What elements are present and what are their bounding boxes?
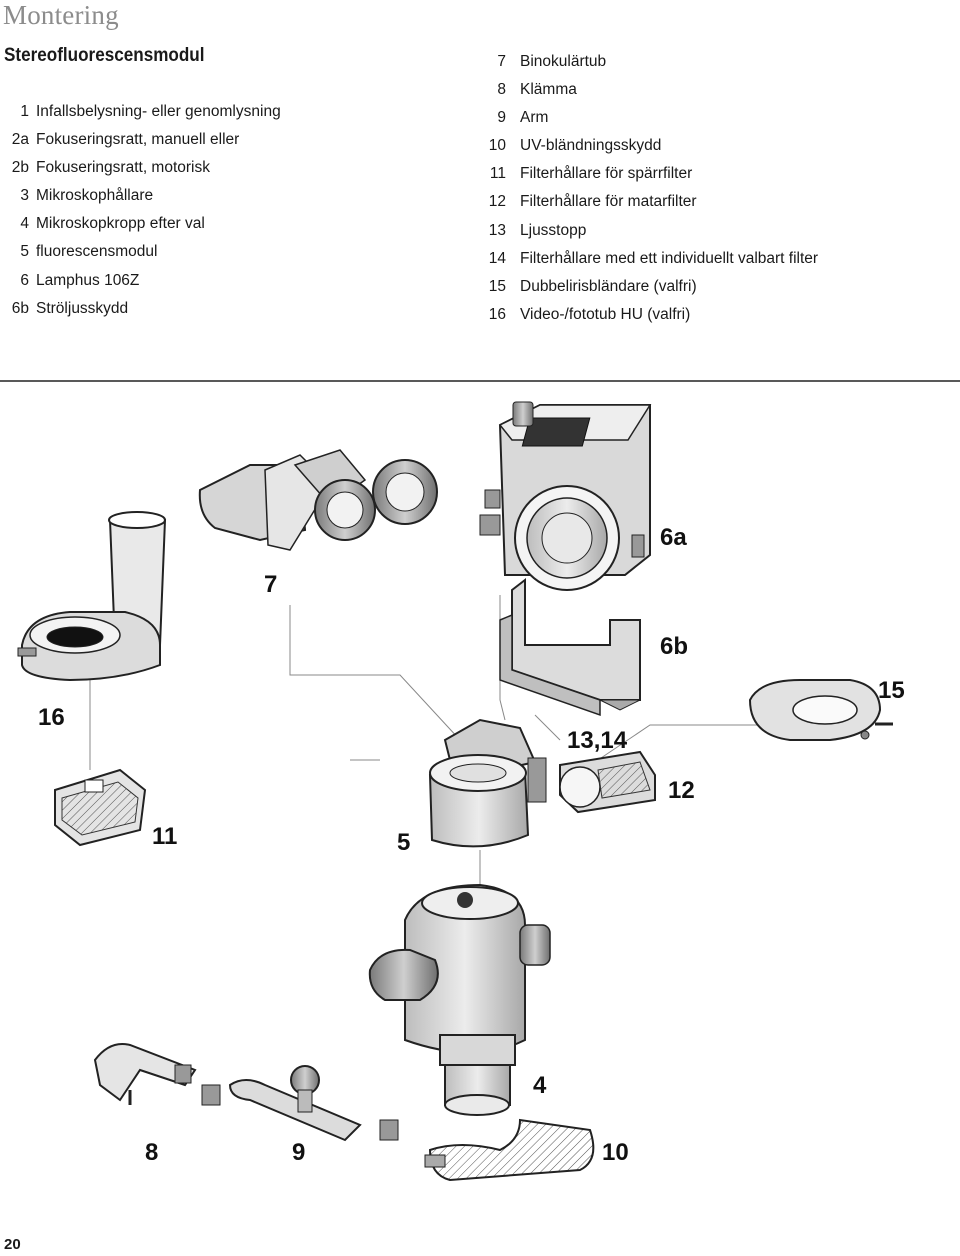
callout-6b: 6b <box>660 633 688 660</box>
legend-item: 12 Filterhållare för matarfilter <box>480 188 818 216</box>
legend-label: Arm <box>520 109 549 127</box>
legend-number: 9 <box>497 109 506 127</box>
legend-item: 7 Binokulärtub <box>480 48 818 76</box>
page-number: 20 <box>4 1236 21 1253</box>
callout-9: 9 <box>292 1139 305 1166</box>
legend-number: 4 <box>20 215 29 233</box>
callout-8: 8 <box>145 1139 158 1166</box>
uv-shield-10 <box>424 1118 595 1182</box>
lamp-housing-6a <box>479 401 652 591</box>
legend-label: Fokuseringsratt, motorisk <box>36 159 210 177</box>
callout-10: 10 <box>602 1139 629 1166</box>
legend-number: 12 <box>488 193 506 211</box>
assembly-illustration: 6a 7 6b 15 16 13,14 12 11 5 4 8 9 10 <box>0 380 960 1182</box>
legend-label: Mikroskopkropp efter val <box>36 215 205 233</box>
microscope-body-4 <box>368 883 551 1116</box>
legend-label: Filterhållare för matarfilter <box>520 193 697 211</box>
callout-13-14: 13,14 <box>567 727 628 754</box>
legend-item: 15 Dubbelirisbländare (valfri) <box>480 273 818 301</box>
section-title: Stereofluorescensmodul <box>4 45 205 66</box>
callout-16: 16 <box>38 704 65 731</box>
callout-7: 7 <box>264 571 277 598</box>
clamp-8 <box>93 1043 197 1105</box>
stray-light-shield-6b <box>499 577 641 717</box>
legend-label: Lamphus 106Z <box>36 271 140 289</box>
legend-label: Filterhållare med ett individuellt valba… <box>520 249 819 267</box>
iris-diaphragm-15 <box>748 679 893 741</box>
legend-number: 6b <box>11 299 29 317</box>
legend-item: 1 Infallsbelysning- eller genomlysning <box>0 98 281 126</box>
legend-label: Mikroskophållare <box>36 187 154 205</box>
legend-number: 16 <box>488 305 506 323</box>
legend-label: Klämma <box>520 81 577 99</box>
fluorescence-module-5 <box>428 718 547 848</box>
legend-number: 5 <box>20 243 29 261</box>
legend-item: 10 UV-bländningsskydd <box>480 132 818 160</box>
legend-number: 8 <box>497 81 506 99</box>
filter-holder-11 <box>54 768 147 847</box>
legend-item: 11 Filterhållare för spärrfilter <box>480 160 818 188</box>
legend-label: Infallsbelysning- eller genomlysning <box>36 103 281 120</box>
legend-number: 14 <box>488 249 506 267</box>
legend-label: Ljusstopp <box>520 221 587 239</box>
callout-11: 11 <box>152 823 177 850</box>
callout-4: 4 <box>533 1072 547 1099</box>
callout-5: 5 <box>397 829 410 856</box>
legend-item: 14 Filterhållare med ett individuellt val… <box>480 245 818 273</box>
legend-item: 8 Klämma <box>480 76 818 104</box>
callout-12: 12 <box>668 777 695 804</box>
callout-6a: 6a <box>660 524 687 551</box>
legend-item: 2a Fokuseringsratt, manuell eller <box>0 126 281 154</box>
legend-number: 2a <box>11 131 29 149</box>
filter-holder-13-14 <box>559 750 656 814</box>
legend-number: 2b <box>11 159 29 177</box>
legend-number: 3 <box>20 187 29 205</box>
legend-number: 6 <box>20 271 29 289</box>
legend-label: Fokuseringsratt, manuell eller <box>36 131 240 149</box>
legend-number: 10 <box>488 137 506 155</box>
parts-legend-right: 7 Binokulärtub 8 Klämma 9 Arm 10 UV-bländnin… <box>480 48 818 329</box>
legend-item: 6 Lamphus 106Z <box>0 267 281 295</box>
legend-label: Binokulärtub <box>520 53 607 70</box>
legend-label: fluorescensmodul <box>36 243 158 261</box>
legend-item: 6b Ströljusskydd <box>0 295 281 323</box>
legend-label: Ströljusskydd <box>36 299 129 317</box>
legend-item: 16 Video-/fototub HU (valfri) <box>480 301 818 329</box>
exploded-assembly-figure: 6a 7 6b 15 16 13,14 12 11 5 4 8 9 10 <box>0 380 960 1220</box>
legend-label: UV-bländningsskydd <box>520 137 662 155</box>
legend-number: 11 <box>489 165 506 183</box>
arm-9 <box>201 1065 399 1142</box>
legend-number: 7 <box>497 53 506 70</box>
legend-label: Video-/fototub HU (valfri) <box>520 305 691 323</box>
legend-number: 1 <box>20 103 29 120</box>
legend-item: 3 Mikroskophållare <box>0 182 281 210</box>
legend-item: 13 Ljusstopp <box>480 217 818 245</box>
binocular-tube-7 <box>198 449 438 551</box>
legend-item: 5 fluorescensmodul <box>0 238 281 266</box>
legend-item: 2b Fokuseringsratt, motorisk <box>0 154 281 182</box>
legend-number: 13 <box>488 221 506 239</box>
chapter-title: Montering <box>3 0 119 30</box>
parts-legend-left: 1 Infallsbelysning- eller genomlysning 2a… <box>0 98 281 323</box>
legend-item: 9 Arm <box>480 104 818 132</box>
callout-15: 15 <box>878 677 905 704</box>
legend-label: Filterhållare för spärrfilter <box>520 165 693 183</box>
legend-label: Dubbelirisbländare (valfri) <box>520 277 697 295</box>
legend-number: 15 <box>488 277 506 295</box>
legend-item: 4 Mikroskopkropp efter val <box>0 210 281 238</box>
video-tube-16 <box>17 511 167 682</box>
